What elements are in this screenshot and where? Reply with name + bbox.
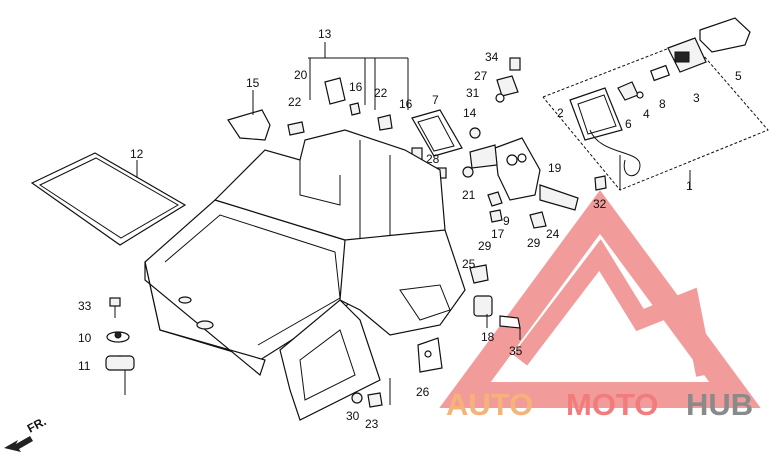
callout-1: 1 bbox=[686, 179, 693, 193]
callout-11: 11 bbox=[78, 359, 91, 373]
callout-14: 14 bbox=[463, 106, 477, 120]
watermark-part-moto: MOTO bbox=[566, 387, 658, 422]
callout-19: 19 bbox=[548, 161, 562, 175]
callout-4: 4 bbox=[643, 107, 650, 121]
front-direction-arrow-icon bbox=[4, 436, 33, 452]
reflector bbox=[411, 109, 463, 157]
license-light bbox=[469, 137, 579, 211]
callout-18: 18 bbox=[481, 330, 495, 344]
callout-34: 34 bbox=[485, 50, 499, 64]
callout-28: 28 bbox=[426, 152, 440, 166]
callout-16-b: 16 bbox=[399, 97, 413, 111]
callout-21: 21 bbox=[462, 188, 476, 202]
callout-9: 9 bbox=[503, 214, 510, 228]
callout-29-b: 29 bbox=[527, 236, 541, 250]
callout-22-a: 22 bbox=[288, 95, 302, 109]
callout-22-b: 22 bbox=[374, 86, 388, 100]
callout-35: 35 bbox=[509, 344, 523, 358]
callout-16-a: 16 bbox=[349, 80, 363, 94]
callout-13: 13 bbox=[318, 27, 332, 41]
callout-31: 31 bbox=[466, 86, 480, 100]
mat-12 bbox=[30, 152, 187, 246]
callout-25: 25 bbox=[462, 257, 476, 271]
callout-23: 23 bbox=[365, 417, 379, 431]
mount-hardware bbox=[105, 297, 135, 371]
direction-label: FR. bbox=[25, 414, 49, 435]
bracket-parts bbox=[469, 57, 521, 139]
callout-12: 12 bbox=[130, 147, 144, 161]
callout-8: 8 bbox=[659, 97, 666, 111]
taillight-assembly bbox=[542, 17, 769, 191]
watermark-text: AUTO MOTO HUB bbox=[446, 387, 753, 422]
callout-26: 26 bbox=[416, 385, 430, 399]
callout-15: 15 bbox=[246, 76, 260, 90]
callout-27: 27 bbox=[474, 69, 488, 83]
callout-30: 30 bbox=[346, 409, 360, 423]
leader-lines bbox=[124, 42, 691, 405]
callout-2: 2 bbox=[557, 106, 564, 120]
watermark-part-hub: HUB bbox=[686, 387, 753, 422]
callout-5: 5 bbox=[735, 69, 742, 83]
watermark-logo-icon bbox=[439, 190, 761, 408]
callout-29-a: 29 bbox=[478, 239, 492, 253]
callout-3: 3 bbox=[693, 91, 700, 105]
callout-24: 24 bbox=[546, 227, 560, 241]
rear-fender bbox=[144, 77, 466, 421]
callout-33: 33 bbox=[78, 299, 92, 313]
callout-10: 10 bbox=[78, 331, 92, 345]
callout-20: 20 bbox=[294, 68, 308, 82]
callout-17: 17 bbox=[491, 227, 505, 241]
callout-7: 7 bbox=[432, 93, 439, 107]
watermark-part-auto: AUTO bbox=[446, 387, 533, 422]
callout-32: 32 bbox=[593, 197, 607, 211]
callout-6: 6 bbox=[625, 117, 632, 131]
